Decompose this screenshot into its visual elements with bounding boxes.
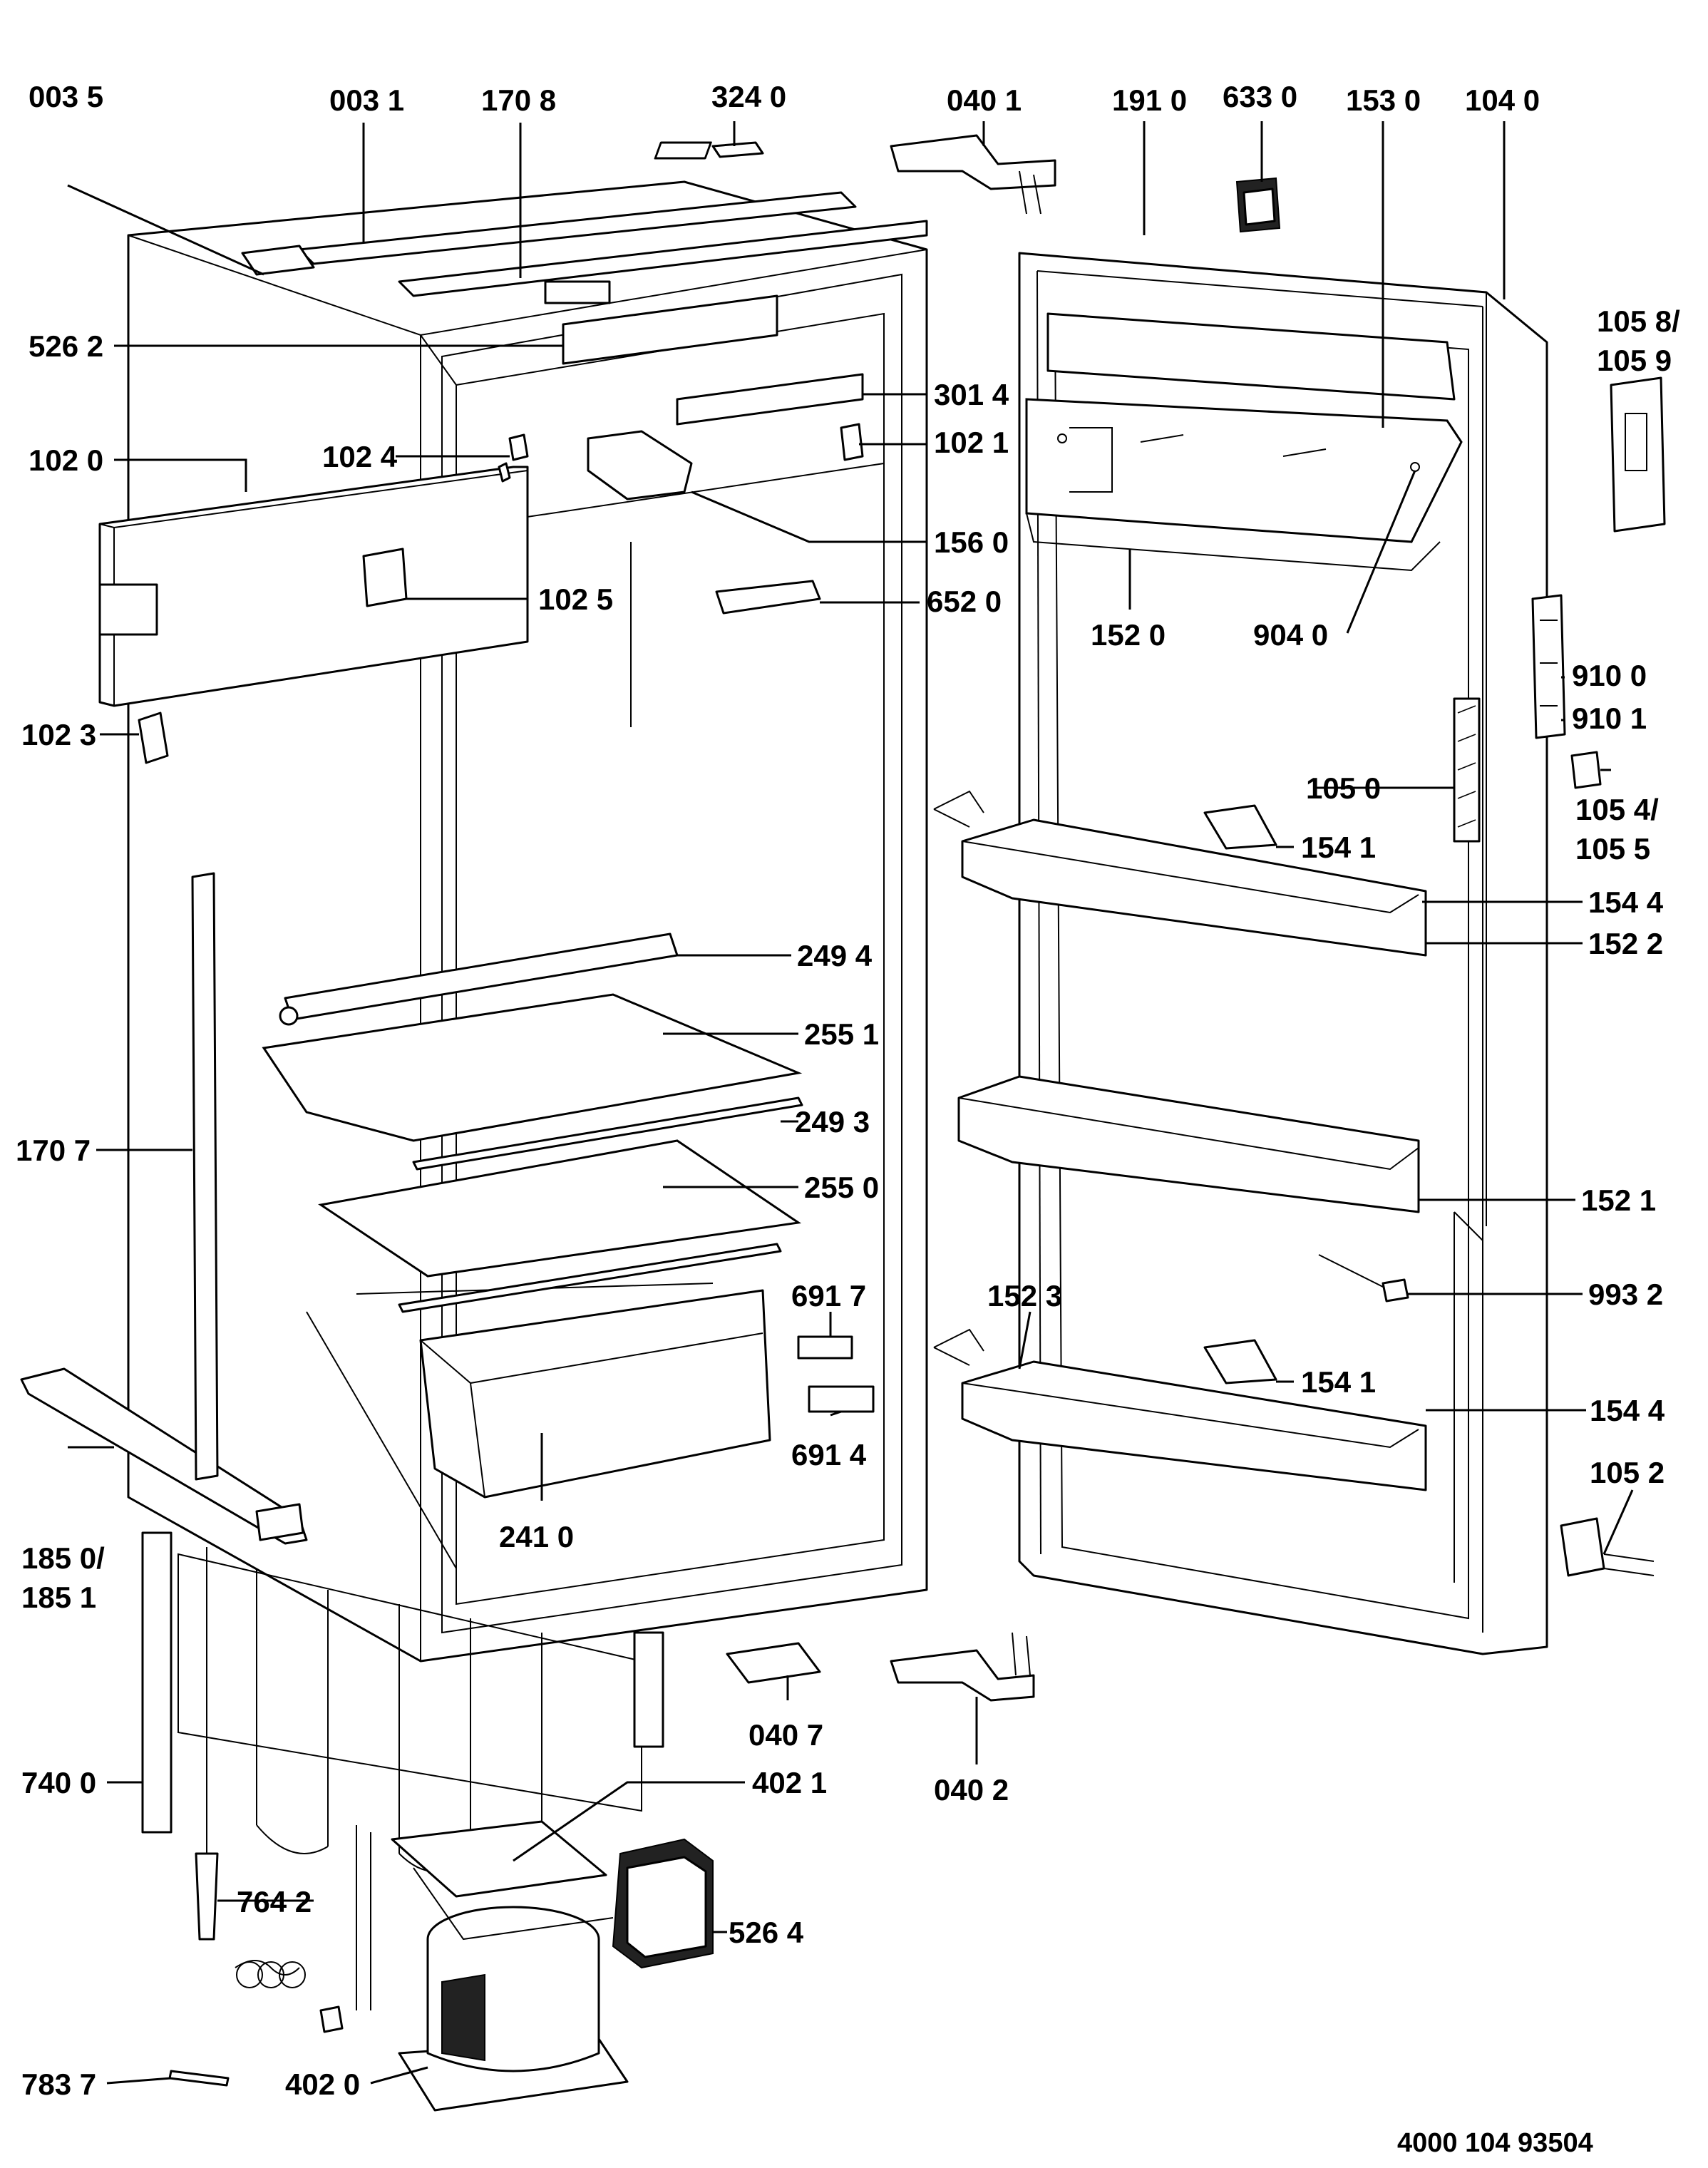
- leader-lines: [67, 121, 1634, 2085]
- label-1024: 102 4: [322, 440, 398, 473]
- condenser: [141, 1531, 664, 1872]
- label-2493: 249 3: [795, 1105, 870, 1139]
- compartment-door: [98, 462, 529, 707]
- label-7642: 764 2: [237, 1885, 312, 1918]
- label-0031: 003 1: [329, 83, 404, 117]
- electronic-module: [612, 1838, 714, 1969]
- capillary: [195, 1547, 306, 1988]
- label-0035: 003 5: [29, 80, 103, 113]
- label-0402: 040 2: [934, 1773, 1009, 1807]
- label-1050: 105 0: [1306, 771, 1381, 805]
- label-6917: 691 7: [791, 1279, 866, 1312]
- part-1021: [840, 423, 864, 461]
- label-1707: 170 7: [16, 1134, 91, 1167]
- label-9100: 910 0: [1572, 659, 1647, 692]
- label-1851: 185 1: [21, 1581, 96, 1614]
- label-1708: 170 8: [481, 83, 556, 117]
- part-3240: [711, 141, 764, 158]
- label-1054: 105 4/: [1575, 793, 1659, 826]
- label-1541a: 154 1: [1301, 831, 1376, 864]
- label-1520: 152 0: [1091, 618, 1166, 652]
- document-id: 4000 104 93504: [1397, 2128, 1593, 2158]
- label-2410: 241 0: [499, 1520, 574, 1553]
- label-9932: 993 2: [1588, 1278, 1663, 1311]
- label-5262: 526 2: [29, 329, 103, 363]
- label-7400: 740 0: [21, 1766, 96, 1799]
- label-4021: 402 1: [752, 1766, 827, 1799]
- door-gasket: [1019, 252, 1487, 1226]
- label-6330: 633 0: [1223, 80, 1297, 113]
- label-1040: 104 0: [1465, 83, 1540, 117]
- label-1544b: 154 4: [1590, 1394, 1665, 1427]
- part-1024: [508, 433, 529, 461]
- label-9101: 910 1: [1572, 702, 1647, 735]
- label-1058: 105 8/: [1597, 304, 1680, 338]
- part-9932: [1318, 1254, 1409, 1303]
- lower-door-shelf: [933, 1328, 1427, 1491]
- compressor: [356, 1825, 629, 2112]
- label-4020: 402 0: [285, 2067, 360, 2101]
- bottom-rail: [20, 1367, 308, 1545]
- part-6914: [808, 1385, 875, 1413]
- part-1058: [1610, 376, 1666, 533]
- label-1521: 152 1: [1581, 1183, 1656, 1217]
- label-1052: 105 2: [1590, 1456, 1665, 1489]
- door-strip-hatch: [1457, 705, 1476, 828]
- top-door-compartment: [1025, 312, 1463, 572]
- part-7837: [168, 2070, 230, 2087]
- hinge-0402: [890, 1632, 1035, 1702]
- top-cover-part: [654, 141, 712, 160]
- bracket-7400: [141, 1531, 173, 1834]
- label-1544a: 154 4: [1588, 885, 1664, 919]
- label-1025: 102 5: [538, 582, 613, 616]
- label-1541b: 154 1: [1301, 1365, 1376, 1399]
- label-0407: 040 7: [748, 1718, 823, 1752]
- hinge-0401: [890, 134, 1056, 215]
- label-1055: 105 5: [1575, 832, 1650, 865]
- label-2550: 255 0: [804, 1171, 879, 1204]
- part-6917: [797, 1335, 853, 1360]
- label-7837: 783 7: [21, 2067, 96, 2101]
- label-1530: 153 0: [1346, 83, 1421, 117]
- label-1059: 105 9: [1597, 344, 1672, 377]
- label-3014: 301 4: [934, 378, 1009, 411]
- label-6914: 691 4: [791, 1438, 867, 1471]
- label-1523: 152 3: [987, 1279, 1062, 1312]
- door-hinge-1052: [1560, 1517, 1655, 1577]
- label-1021: 102 1: [934, 426, 1009, 459]
- label-1020: 102 0: [29, 443, 103, 477]
- label-1560: 156 0: [934, 525, 1009, 559]
- label-0401: 040 1: [947, 83, 1022, 117]
- part-labels: 003 5 003 1 170 8 324 0 040 1 191 0 633 …: [16, 80, 1680, 2158]
- side-strip: [191, 872, 219, 1481]
- label-6520: 652 0: [927, 585, 1002, 618]
- door-hinge-910: [1531, 594, 1566, 739]
- label-9040: 904 0: [1253, 618, 1328, 652]
- part-6330: [1235, 177, 1281, 233]
- crisper-drawer: [419, 1289, 771, 1499]
- shelf-assembly: [262, 933, 803, 1313]
- label-3240: 324 0: [711, 80, 786, 113]
- label-2494: 249 4: [797, 939, 873, 972]
- upper-door-shelf: [933, 790, 1427, 957]
- part-6520: [715, 580, 821, 615]
- label-1023: 102 3: [21, 718, 96, 751]
- label-1910: 191 0: [1112, 83, 1187, 117]
- drip-tray: [391, 1820, 614, 1941]
- label-1522: 152 2: [1588, 927, 1663, 960]
- part-1054: [1570, 751, 1602, 789]
- part-0407: [726, 1642, 821, 1684]
- middle-door-shelf: [957, 1075, 1420, 1213]
- label-2551: 255 1: [804, 1017, 879, 1051]
- label-1850: 185 0/: [21, 1541, 105, 1575]
- clip-part: [319, 2005, 344, 2033]
- label-5264: 526 4: [729, 1916, 804, 1949]
- hinge-1023: [138, 711, 169, 764]
